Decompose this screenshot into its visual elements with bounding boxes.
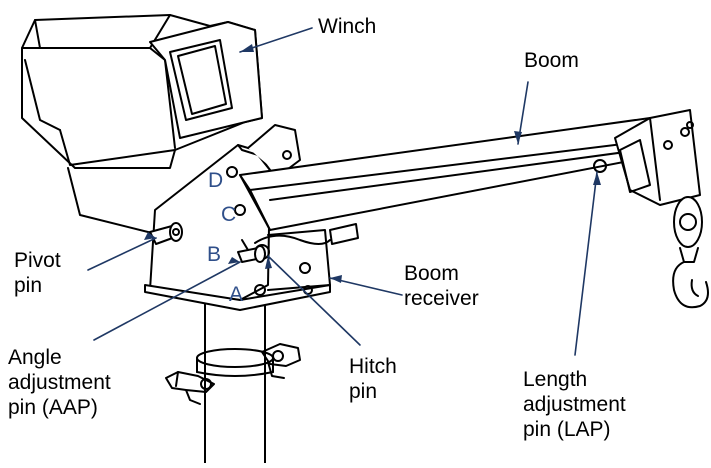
leader-lines bbox=[87, 27, 598, 356]
mast-knob-left bbox=[165, 371, 215, 405]
hole-label-d: D bbox=[208, 169, 224, 192]
arrowheads bbox=[144, 44, 601, 283]
label-aap: Angle adjustment pin (AAP) bbox=[8, 346, 111, 419]
label-hitch-pin: Hitch pin bbox=[349, 355, 397, 403]
hook bbox=[672, 196, 709, 309]
leader-aap bbox=[93, 261, 241, 341]
pivot-pin bbox=[149, 222, 183, 245]
leader-lap bbox=[574, 171, 598, 356]
leader-boom-receiver bbox=[329, 277, 403, 296]
aap bbox=[237, 239, 266, 263]
leader-hitch-pin bbox=[267, 255, 361, 346]
mast-knob-right bbox=[261, 343, 301, 379]
label-boom-receiver: Boom receiver bbox=[404, 262, 479, 310]
leader-pivot-pin bbox=[87, 237, 157, 271]
label-boom: Boom bbox=[524, 49, 579, 72]
label-winch: Winch bbox=[318, 15, 377, 38]
hole-label-c: C bbox=[221, 203, 237, 226]
label-lap: Length adjustment pin (LAP) bbox=[523, 368, 626, 441]
hole-label-b: B bbox=[207, 243, 222, 266]
label-pivot-pin: Pivot pin bbox=[14, 249, 61, 297]
boom-tip bbox=[614, 109, 701, 206]
hole-label-a: A bbox=[229, 283, 244, 306]
hitch-pin bbox=[254, 223, 359, 245]
winch bbox=[21, 14, 263, 236]
